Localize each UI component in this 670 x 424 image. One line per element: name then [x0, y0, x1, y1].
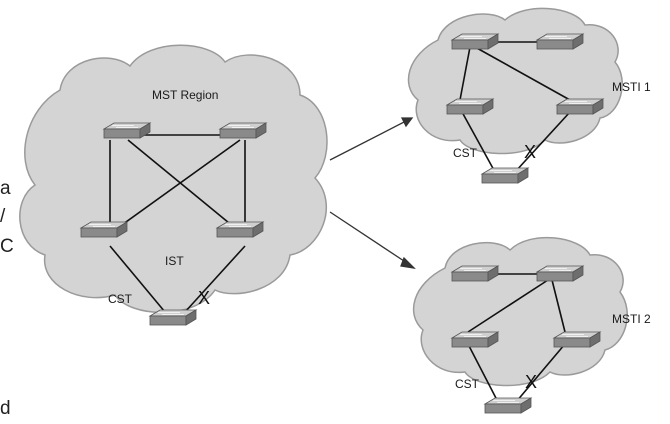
cst-label-main: CST: [108, 292, 132, 306]
msti1-links: [459, 41, 571, 173]
msti2-switch-root: [536, 265, 584, 282]
cst-label-msti1: CST: [453, 146, 477, 160]
mst-region-cloud: [19, 44, 328, 314]
msti2-switch-external: [484, 397, 532, 414]
msti2-cloud: [413, 236, 628, 387]
msti2-links: [467, 273, 566, 403]
edge-text-3: C: [0, 236, 14, 257]
mst-region-links: [109, 134, 246, 313]
switch-top-right: [219, 122, 267, 139]
edge-text-4: d: [0, 398, 11, 419]
msti1-switch-left: [446, 98, 494, 115]
msti1-switch-root: [451, 33, 499, 50]
msti2-title: MSTI 2: [612, 312, 651, 326]
switch-top-left: [103, 122, 151, 139]
msti1-switch-right: [556, 98, 604, 115]
msti2-switch-top-left: [451, 265, 499, 282]
msti1-switch-external: [481, 167, 529, 184]
cst-label-msti2: CST: [455, 377, 479, 391]
msti1-cloud: [407, 7, 623, 155]
msti2-switch-left: [451, 331, 499, 348]
blocked-port-mark-msti1: X: [524, 142, 537, 162]
edge-text-1: a: [0, 178, 11, 199]
blocked-port-mark-main: X: [198, 288, 211, 308]
blocked-port-mark-msti2: X: [525, 372, 538, 392]
ist-label: IST: [165, 254, 184, 268]
msti1-title: MSTI 1: [612, 80, 651, 94]
arrows: [329, 117, 416, 269]
switch-bottom-left: [80, 221, 128, 238]
switch-external: [149, 309, 197, 326]
mst-region-title: MST Region: [152, 88, 219, 102]
msti2-switch-right: [553, 331, 601, 348]
switch-bottom-right: [216, 221, 264, 238]
edge-text-2: /: [0, 206, 6, 227]
msti1-switch-top-right: [536, 33, 584, 50]
